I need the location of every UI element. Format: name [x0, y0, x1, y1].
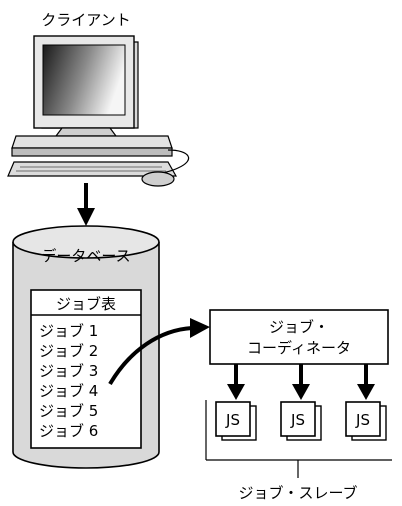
job-row: ジョブ 5: [39, 402, 98, 420]
client-label: クライアント: [41, 11, 130, 29]
job-slave-label: JS: [355, 411, 370, 429]
job-slave-boxes: [215, 401, 387, 441]
coordinator-to-slave-arrows: [227, 364, 375, 400]
slave-group-bracket: [205, 400, 392, 478]
job-to-coordinator-arrow: [108, 318, 210, 386]
coordinator-label-line1: ジョブ・: [269, 318, 329, 336]
job-row: ジョブ 6: [39, 422, 98, 440]
client-to-database-arrow: [77, 183, 95, 226]
job-row: ジョブ 2: [39, 342, 98, 360]
job-row: ジョブ 1: [39, 322, 98, 340]
client-computer-icon: [7, 35, 190, 187]
job-row: ジョブ 3: [39, 362, 98, 380]
job-coordinator-box: [209, 309, 389, 365]
coordinator-label-line2: コーディネータ: [247, 339, 351, 357]
slave-group-label: ジョブ・スレーブ: [238, 484, 357, 502]
job-slave-label: JS: [225, 411, 240, 429]
job-slave-label: JS: [290, 411, 305, 429]
database-label: データベース: [41, 247, 130, 265]
job-table-rows: ジョブ 1 ジョブ 2 ジョブ 3 ジョブ 4 ジョブ 5 ジョブ 6: [39, 322, 98, 440]
job-row: ジョブ 4: [39, 382, 98, 400]
job-table-title: ジョブ表: [56, 295, 116, 313]
